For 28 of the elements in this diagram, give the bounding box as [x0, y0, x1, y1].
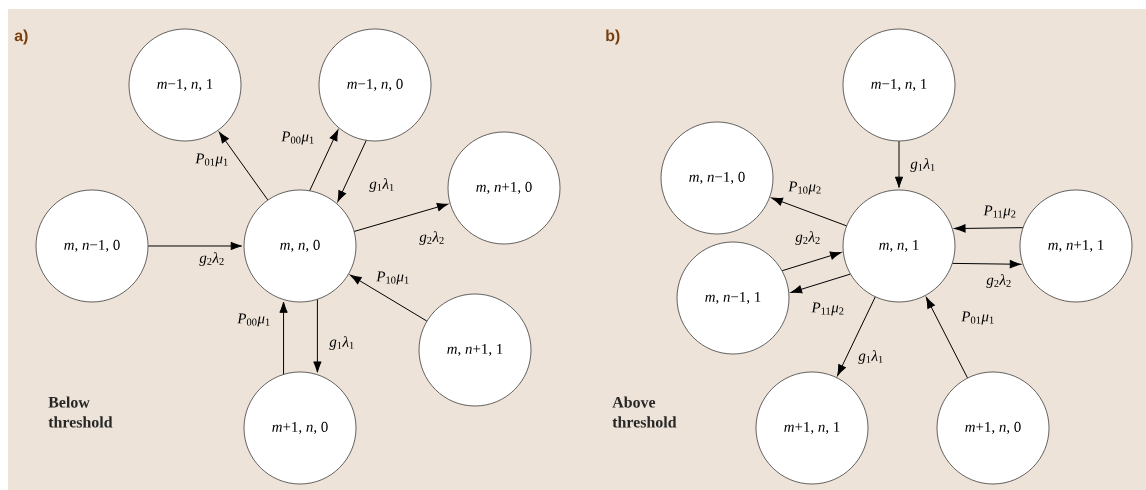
- arrow: [781, 251, 842, 272]
- arrow: [771, 197, 847, 227]
- arrow: [313, 299, 322, 373]
- arrow: [218, 131, 269, 201]
- panel-label: b): [606, 29, 620, 45]
- arrow: [790, 273, 851, 294]
- arrow: [337, 140, 367, 202]
- arrow: [353, 203, 449, 232]
- arrow: [954, 224, 1024, 233]
- edge-label: g$_{1}$λ$_{1}$: [909, 157, 937, 173]
- arrow: [837, 296, 876, 376]
- arrow: [925, 297, 968, 379]
- edge-label: g$_{2}$λ$_{2}$: [794, 230, 822, 246]
- arrow: [147, 241, 242, 251]
- panel-label: a): [14, 29, 28, 45]
- edge-label: g$_{2}$λ$_{2}$: [198, 251, 226, 267]
- arrow: [894, 140, 904, 188]
- edge-label: g$_{1}$λ$_{1}$: [368, 177, 396, 193]
- edge-label: g$_{2}$λ$_{2}$: [985, 273, 1013, 289]
- arrow: [279, 301, 288, 375]
- note-text: Below threshold: [48, 396, 113, 428]
- arrow: [350, 274, 428, 322]
- note-text: Above threshold: [612, 396, 677, 428]
- edge-label: g$_{1}$λ$_{1}$: [857, 349, 885, 365]
- arrow: [309, 129, 339, 192]
- arrow: [952, 260, 1022, 269]
- edge-label: g$_{1}$λ$_{1}$: [328, 335, 356, 351]
- edge-label: g$_{2}$λ$_{2}$: [418, 230, 446, 246]
